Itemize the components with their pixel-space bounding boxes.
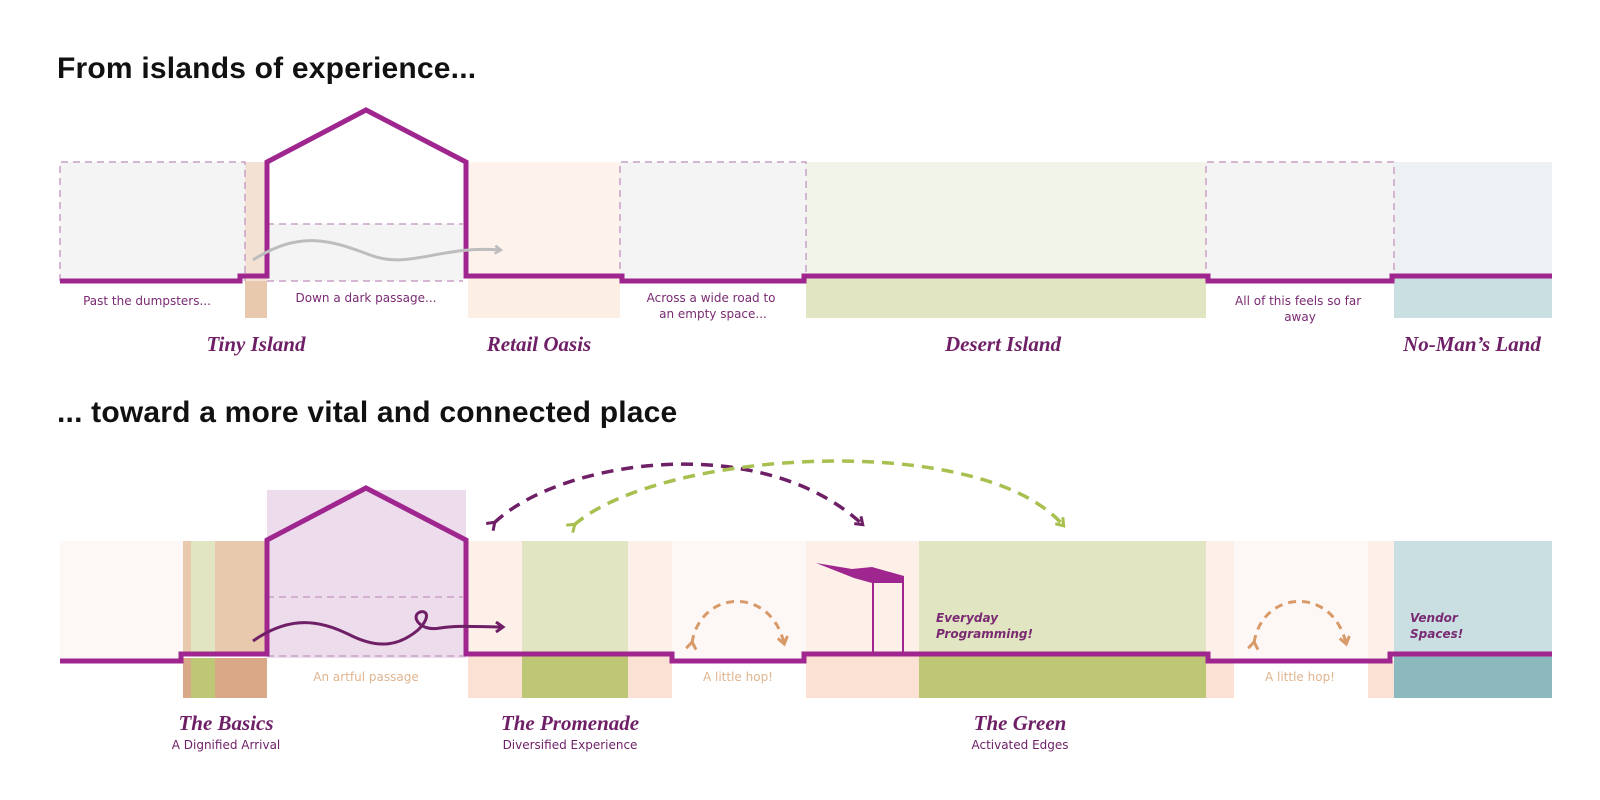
passage-outline-proposed bbox=[267, 596, 463, 657]
passage-outline bbox=[267, 223, 463, 282]
note-everyday-programming: Everyday Programming! bbox=[936, 611, 1033, 641]
green-area bbox=[919, 541, 1206, 653]
green-edge-base bbox=[1206, 661, 1234, 698]
subtitle-the-basics: A Dignified Arrival bbox=[172, 738, 281, 752]
basics-base-1 bbox=[183, 658, 191, 698]
ground-line-proposed bbox=[60, 485, 1552, 664]
basics-strip-2 bbox=[191, 541, 215, 653]
basics-base-2 bbox=[191, 658, 215, 698]
dumpster-outline bbox=[59, 161, 246, 281]
desert-island-area bbox=[806, 162, 1206, 276]
canopy-area bbox=[806, 541, 919, 653]
artful-passage-fill bbox=[267, 490, 466, 658]
caption-dumpsters: Past the dumpsters... bbox=[83, 294, 211, 308]
no-mans-land-base bbox=[1394, 276, 1552, 318]
faraway-outline bbox=[1205, 161, 1395, 281]
tiny-island-strip bbox=[245, 162, 267, 281]
vendor-area bbox=[1394, 541, 1552, 653]
promenade-edge-2 bbox=[628, 541, 672, 653]
promenade-base-green bbox=[522, 656, 628, 698]
subtitle-the-green: Activated Edges bbox=[971, 738, 1068, 752]
faraway-area bbox=[1206, 162, 1394, 281]
zone-desert-island: Desert Island bbox=[944, 332, 1062, 356]
tiny-island-base bbox=[245, 281, 267, 318]
zone-retail-oasis: Retail Oasis bbox=[486, 332, 591, 356]
note-vendor-spaces: Vendor Spaces! bbox=[1410, 611, 1463, 641]
zone-the-green: The Green bbox=[974, 711, 1067, 735]
proposed-section: An artful passage A little hop! A little… bbox=[60, 459, 1552, 752]
subtitle-the-promenade: Diversified Experience bbox=[503, 738, 638, 752]
arrival-plaza bbox=[60, 541, 183, 659]
caption-artful-passage: An artful passage bbox=[313, 670, 418, 684]
caption-dark-passage: Down a dark passage... bbox=[296, 291, 437, 305]
zone-no-mans-land: No-Man’s Land bbox=[1402, 332, 1541, 356]
road-area bbox=[620, 162, 806, 281]
artful-passage-arrow bbox=[252, 610, 502, 646]
no-mans-land-area bbox=[1394, 162, 1552, 276]
ground-line-existing bbox=[60, 107, 1552, 284]
caption-wide-road: Across a wide road to an empty space... bbox=[647, 291, 780, 321]
vendor-edge-base bbox=[1368, 661, 1394, 698]
caption-little-hop-1: A little hop! bbox=[703, 670, 773, 684]
shade-canopy-icon bbox=[816, 563, 904, 654]
promenade-green bbox=[522, 541, 628, 653]
caption-far-away: All of this feels so far away bbox=[1235, 294, 1365, 324]
basics-strip-1 bbox=[183, 541, 191, 653]
connection-arrow-purple bbox=[494, 462, 862, 524]
hop-arrow-2 bbox=[1254, 599, 1346, 643]
basics-base-3 bbox=[215, 658, 267, 698]
zone-the-promenade: The Promenade bbox=[501, 711, 639, 735]
promenade-edge-1 bbox=[468, 541, 522, 653]
basics-strip-3 bbox=[215, 541, 267, 653]
hop-arrow-1 bbox=[692, 599, 784, 643]
green-edge bbox=[1206, 541, 1234, 658]
dumpster-area bbox=[60, 162, 245, 281]
promenade-base-1 bbox=[468, 656, 522, 698]
passage-arrow bbox=[252, 239, 500, 262]
green-base bbox=[919, 656, 1206, 698]
vendor-base bbox=[1394, 656, 1552, 698]
retail-oasis-base bbox=[468, 276, 620, 318]
vendor-edge bbox=[1368, 541, 1394, 658]
retail-oasis-area bbox=[468, 162, 620, 276]
canopy-base bbox=[806, 656, 919, 698]
zone-the-basics: The Basics bbox=[178, 711, 273, 735]
existing-section: Past the dumpsters... Down a dark passag… bbox=[59, 107, 1552, 356]
road-outline bbox=[619, 161, 807, 281]
promenade-base-2 bbox=[628, 656, 672, 698]
caption-little-hop-2: A little hop! bbox=[1265, 670, 1335, 684]
heading-toward-vital-place: ... toward a more vital and connected pl… bbox=[57, 396, 678, 429]
heading-from-islands: From islands of experience... bbox=[57, 52, 477, 85]
zone-tiny-island: Tiny Island bbox=[207, 332, 306, 356]
desert-island-base bbox=[806, 276, 1206, 318]
